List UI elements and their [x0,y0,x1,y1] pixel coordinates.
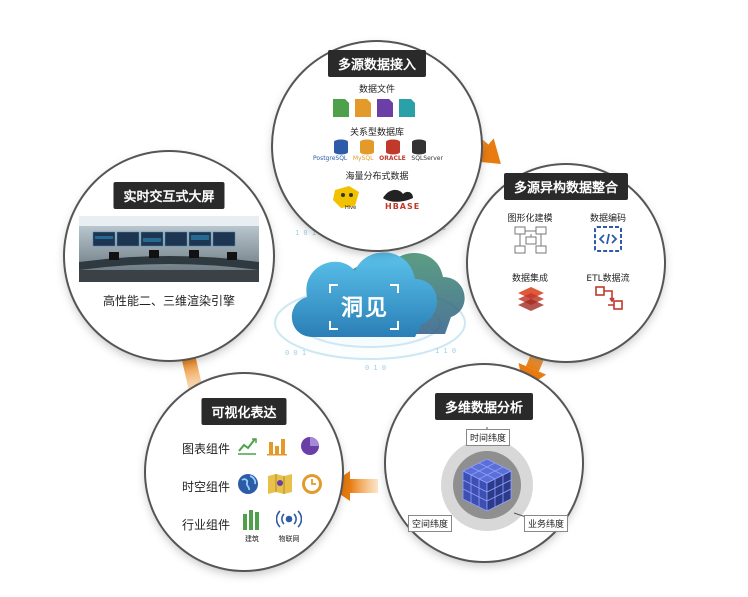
ingest-title: 多源数据接入 [327,50,427,77]
svg-text:1 0 1: 1 0 1 [295,229,316,237]
graph-modeling-label: 图形化建模 [507,214,553,224]
spatiotemporal-components-label: 时空组件 [182,480,231,494]
building-label: 建筑 [245,535,259,543]
graph-modeling-icon [514,225,548,255]
dist-label: 海量分布式数据 [345,172,409,182]
bar-chart-icon [267,439,287,456]
circle-data-ingest: 多源数据接入 数据文件 关系型数据库 PostgreSQL MySQL ORAC… [273,42,481,250]
data-integration-label: 数据集成 [511,274,549,284]
circle-visualization: 可视化表达 图表组件 时空组件 行业组件 建筑 物联网 [146,374,342,570]
building-icon [240,508,264,530]
svg-text:1 1 0: 1 1 0 [435,347,456,355]
code-icon [593,225,623,253]
files-label: 数据文件 [358,85,396,95]
globe-icon [238,474,258,494]
space-dimension: 空间纬度 [408,515,453,532]
layers-icon [516,285,546,311]
integrate-title: 多源异构数据整合 [503,173,629,200]
etl-label: ETL数据流 [586,274,630,284]
spatiotemporal-icons [236,471,326,497]
brand-mysql: MySQL [352,155,374,162]
analysis-title: 多维数据分析 [434,393,534,420]
brand-hbase: HBASE [385,202,421,211]
rdb-brands: PostgreSQL MySQL ORACLE SQLServer [313,155,443,162]
data-encoding-label: 数据编码 [589,214,627,224]
svg-text:0 0 1: 0 0 1 [285,349,306,357]
circle-data-integration: 多源异构数据整合 图形化建模 数据编码 数据集成 ETL数据流 [468,165,664,361]
line-chart-icon [238,438,257,455]
pie-chart-icon [301,437,319,455]
brand-sqlserver: SQLServer [411,155,443,162]
circle-multidim-analysis: 多维数据分析 时间纬度 空间纬度 业务纬度 [386,365,582,561]
map-icon [268,474,292,494]
chart-components-label: 图表组件 [182,442,231,456]
screen-title: 实时交互式大屏 [113,182,225,209]
rdb-label: 关系型数据库 [349,128,405,138]
cloud-label: 洞见 [341,296,390,321]
screen-caption: 高性能二、三维渲染引擎 [102,294,235,308]
chart-component-icons [236,434,326,458]
circle-realtime-screen: 实时交互式大屏 高性能二、三维渲染引擎 [65,152,273,360]
svg-text:0 1 0: 0 1 0 [365,364,386,372]
center-cloud: 1 0 10 1 1 0 0 11 1 0 1 0 0 10 1 0 洞见 [255,205,485,380]
file-icons [331,97,423,119]
iot-label: 物联网 [278,535,300,543]
industry-components-label: 行业组件 [182,518,231,532]
dist-icons: Hive HBASE [331,184,431,212]
visual-title: 可视化表达 [201,398,287,425]
brand-postgresql: PostgreSQL [313,155,348,162]
iot-icon [276,509,302,529]
brand-oracle: ORACLE [379,155,406,162]
time-dimension: 时间纬度 [466,429,511,446]
rdb-icons [329,139,429,155]
brand-hive: Hive [345,205,357,211]
clock-icon [302,474,322,494]
business-dimension: 业务纬度 [524,515,569,532]
etl-flow-icon [594,285,624,311]
control-room-image [79,216,259,282]
olap-cube [439,437,535,533]
